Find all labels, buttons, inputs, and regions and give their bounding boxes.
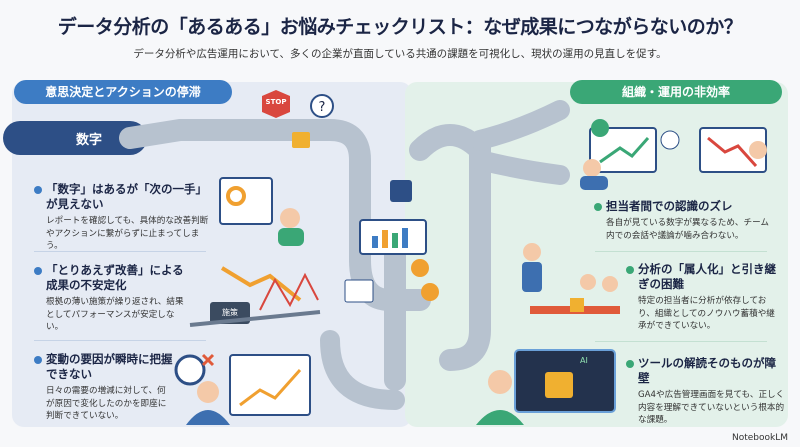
left-heading: 意思決定とアクションの停滞 bbox=[14, 80, 232, 104]
item-title: 担当者間での認識のズレ bbox=[594, 199, 774, 214]
right-item-2: 分析の「属人化」と引き継ぎの困難 特定の担当者に分析が依存しており、組織としての… bbox=[626, 262, 776, 333]
item-body: 日々の需要の増減に対して、何が原因で変化したのかを即座に判断できていない。 bbox=[46, 386, 167, 421]
divider bbox=[34, 251, 206, 252]
item-title: 「数字」はあるが「次の一手」が見えない bbox=[34, 182, 209, 212]
page-subtitle: データ分析や広告運用において、多くの企業が直面している共通の課題を可視化し、現状… bbox=[133, 48, 667, 60]
item-body: GA4や広告管理画面を見ても、正しく内容を理解できていないという根本的な課題。 bbox=[638, 390, 785, 425]
left-item-3: 変動の要因が瞬時に把握できない 日々の需要の増減に対して、何が原因で変化したのか… bbox=[34, 352, 174, 423]
weight-label: 施策 bbox=[222, 308, 238, 317]
right-item-1: 担当者間での認識のズレ 各自が見ている数字が異なるため、チーム内での会話や議論が… bbox=[594, 199, 774, 242]
item-title: 変動の要因が瞬時に把握できない bbox=[34, 352, 174, 382]
item-title: ツールの解読そのものが障壁 bbox=[626, 356, 786, 386]
item-title: 「とりあえず改善」による成果の不安定化 bbox=[34, 263, 184, 293]
page-title: データ分析の「あるある」お悩みチェックリスト：なぜ成果につながらないのか？ bbox=[57, 16, 743, 38]
right-heading: 組織・運用の非効率 bbox=[570, 80, 782, 104]
right-item-3: ツールの解読そのものが障壁 GA4や広告管理画面を見ても、正しく内容を理解できて… bbox=[626, 356, 786, 427]
item-title: 分析の「属人化」と引き継ぎの困難 bbox=[626, 262, 776, 292]
divider bbox=[595, 251, 767, 252]
item-body: 特定の担当者に分析が依存しており、組織としてのノウハウ蓄積や継承ができていない。 bbox=[638, 296, 775, 331]
left-item-1: 「数字」はあるが「次の一手」が見えない レポートを確認しても、具体的な改善判断や… bbox=[34, 182, 209, 253]
data-banner-label: 数字 bbox=[76, 133, 103, 148]
divider bbox=[595, 341, 767, 342]
item-body: 根拠の薄い施策が繰り返され、結果としてパフォーマンスが安定しない。 bbox=[46, 297, 184, 332]
item-body: 各自が見ている数字が異なるため、チーム内での会話や議論が噛み合わない。 bbox=[606, 218, 770, 241]
divider bbox=[34, 340, 206, 341]
left-item-2: 「とりあえず改善」による成果の不安定化 根拠の薄い施策が繰り返され、結果としてパ… bbox=[34, 263, 184, 334]
svg-text:?: ? bbox=[319, 100, 326, 115]
item-body: レポートを確認しても、具体的な改善判断やアクションに繋がらずに止まってしまう。 bbox=[46, 216, 209, 251]
stop-sign-label: STOP bbox=[265, 98, 287, 106]
notebooklm-brand: NotebookLM bbox=[731, 433, 788, 443]
ai-screen-label: AI bbox=[580, 356, 588, 365]
